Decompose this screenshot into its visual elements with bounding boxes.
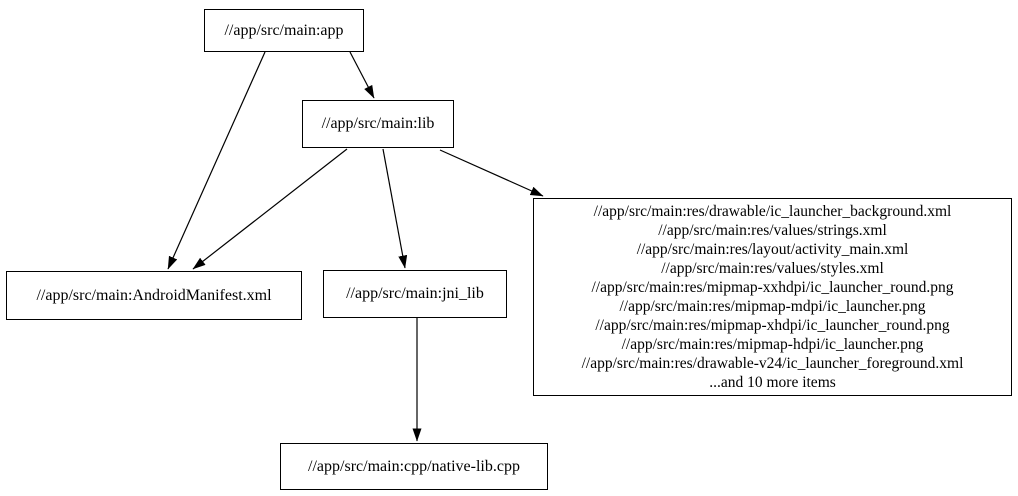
node-lib: //app/src/main:lib xyxy=(302,100,454,148)
node-jni-lib: //app/src/main:jni_lib xyxy=(323,270,507,318)
node-res-group: //app/src/main:res/drawable/ic_launcher_… xyxy=(533,198,1012,396)
node-lib-label: //app/src/main:lib xyxy=(321,115,435,133)
res-group-line: //app/src/main:res/values/strings.xml xyxy=(658,222,887,239)
res-group-line: //app/src/main:res/mipmap-hdpi/ic_launch… xyxy=(621,336,924,353)
edge-lib-to-android-manifest xyxy=(192,148,348,270)
edge-app-to-android-manifest xyxy=(167,51,266,270)
res-group-line: //app/src/main:res/drawable/ic_launcher_… xyxy=(593,203,952,220)
res-group-line: //app/src/main:res/layout/activity_main.… xyxy=(636,241,909,258)
res-group-line: //app/src/main:res/mipmap-xhdpi/ic_launc… xyxy=(595,317,950,334)
edge-app-to-lib xyxy=(349,51,375,99)
node-app-label: //app/src/main:app xyxy=(224,21,344,39)
node-app: //app/src/main:app xyxy=(204,9,364,52)
node-android-manifest-label: //app/src/main:AndroidManifest.xml xyxy=(36,286,272,304)
res-group-line: //app/src/main:res/mipmap-xxhdpi/ic_laun… xyxy=(591,279,954,296)
res-group-more-items: ...and 10 more items xyxy=(709,374,836,391)
edge-lib-to-jni-lib xyxy=(382,148,408,269)
res-group-line: //app/src/main:res/drawable-v24/ic_launc… xyxy=(581,355,964,372)
node-android-manifest: //app/src/main:AndroidManifest.xml xyxy=(6,271,302,320)
res-group-line: //app/src/main:res/values/styles.xml xyxy=(661,260,884,277)
res-group-line: //app/src/main:res/mipmap-mdpi/ic_launch… xyxy=(619,298,926,315)
edge-lib-to-res-group xyxy=(439,149,544,197)
node-native-lib-cpp: //app/src/main:cpp/native-lib.cpp xyxy=(280,443,548,490)
node-native-lib-cpp-label: //app/src/main:cpp/native-lib.cpp xyxy=(308,457,520,475)
node-jni-lib-label: //app/src/main:jni_lib xyxy=(346,285,484,303)
